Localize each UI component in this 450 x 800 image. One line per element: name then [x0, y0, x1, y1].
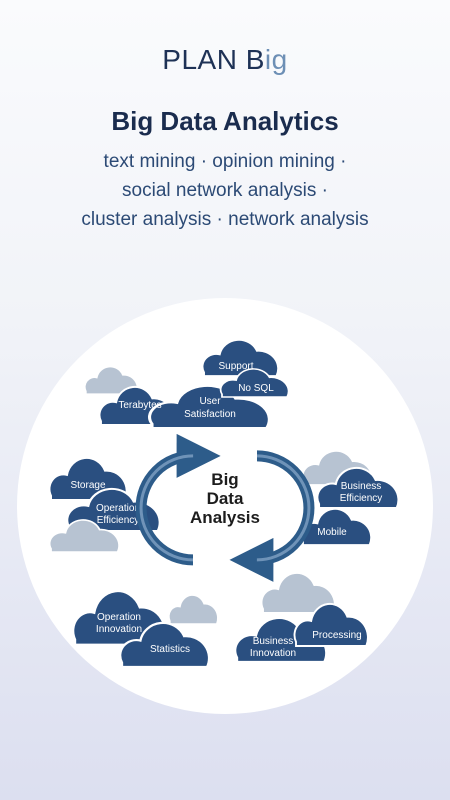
label-nosql: No SQL — [238, 383, 274, 394]
label-statistics: Statistics — [150, 644, 190, 655]
subtitle-line-3: cluster analysis · network analysis — [81, 209, 369, 230]
label-operation-innovation-2: Innovation — [96, 624, 142, 635]
label-support: Support — [218, 361, 253, 372]
cycle-arrow-right — [229, 450, 315, 582]
label-business-efficiency-1: Business — [341, 481, 382, 492]
label-storage: Storage — [70, 480, 105, 491]
logo-accent: ig — [264, 44, 288, 75]
label-business-innovation-1: Business — [253, 636, 294, 647]
core-label-line-1: Big — [211, 470, 238, 489]
label-operation-efficiency-2: Efficiency — [97, 515, 140, 526]
cycle-arrow-highlight — [256, 454, 311, 562]
logo-text: PLAN B — [162, 44, 265, 75]
label-mobile: Mobile — [317, 527, 347, 538]
subtitle-line-1: text mining · opinion mining · — [103, 151, 347, 172]
cycle-arrow-highlight — [139, 454, 194, 562]
cloud-decor — [168, 594, 219, 625]
label-terabytes: Terabytes — [118, 400, 161, 411]
label-business-innovation-2: Innovation — [250, 648, 296, 659]
label-operation-innovation-1: Operation — [97, 612, 141, 623]
core-label-line-3: Analysis — [190, 508, 260, 527]
label-user-satisfaction-1: User — [199, 396, 221, 407]
label-user-satisfaction-2: Satisfaction — [184, 409, 236, 420]
label-processing: Processing — [312, 630, 361, 641]
label-business-efficiency-2: Efficiency — [340, 493, 383, 504]
label-operation-efficiency-1: Operation — [96, 503, 140, 514]
page-title: Big Data Analytics — [111, 106, 339, 136]
app-logo: PLAN Big — [0, 44, 450, 76]
subtitle-line-2: social network analysis · — [122, 180, 328, 201]
cloud-group-bottom-left — [71, 589, 219, 669]
cycle-ring-inner — [139, 454, 311, 562]
core-label-line-2: Data — [207, 489, 244, 508]
